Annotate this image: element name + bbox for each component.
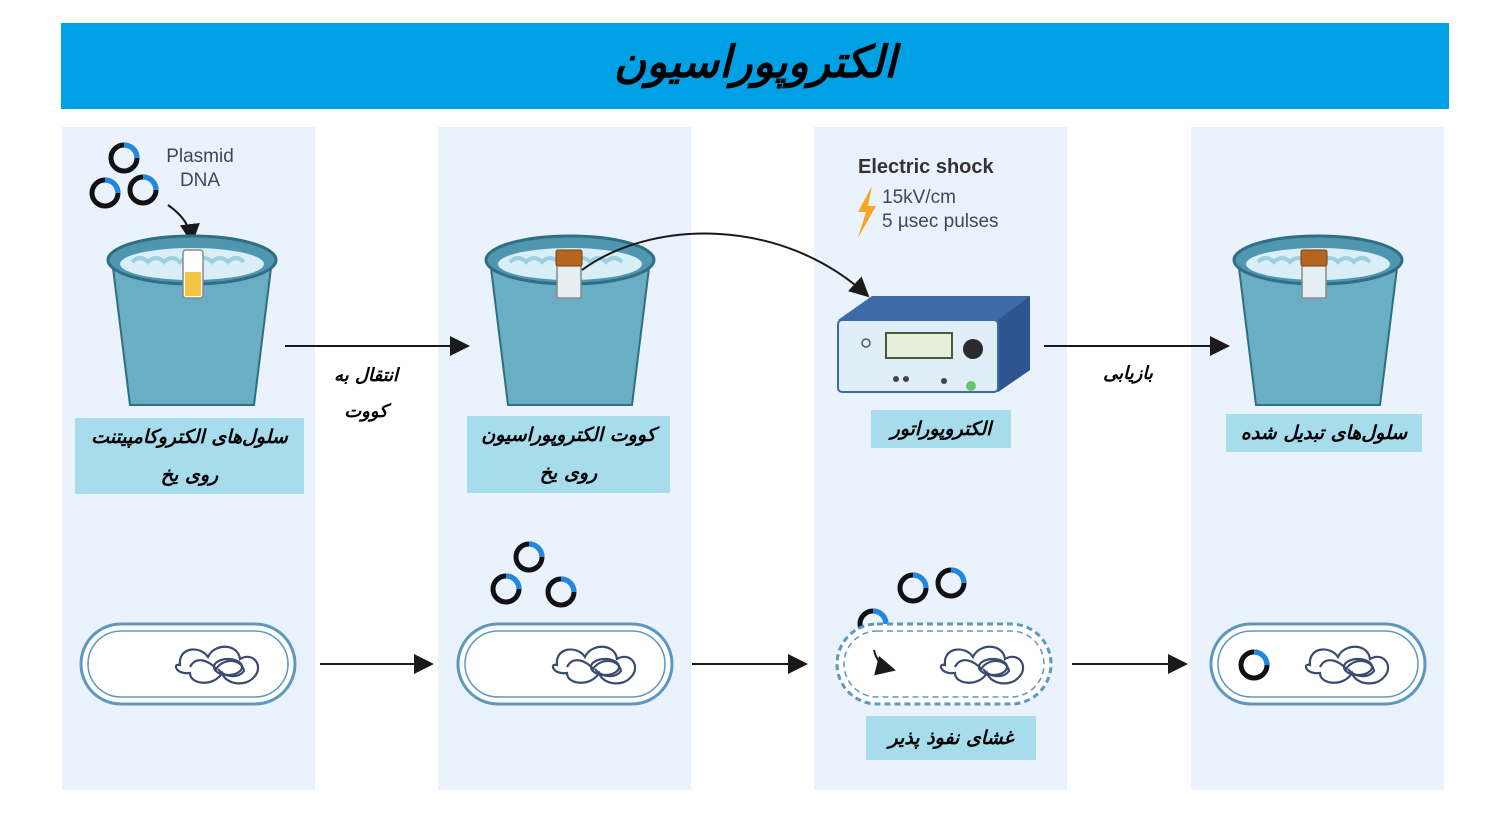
ice-bucket-icon [106,234,278,407]
ice-bucket-transformed-icon [1232,234,1404,407]
title-banner: الکتروپوراسیون [61,23,1449,109]
transformed-cell-icon [1209,622,1427,706]
label-step-4: سلول‌های تبدیل شده [1226,414,1422,452]
label-membrane: غشای نفوذ پذیر [866,716,1036,760]
label-step-3: الکتروپوراتور [871,410,1011,448]
curved-arrow-icon [581,232,870,298]
label-step-2: کووت الکتروپوراسیون روی یخ [467,416,670,493]
label-step-1: سلول‌های الکتروکامپیتنت روی یخ [75,418,304,494]
ice-bucket-cuvette-icon [484,234,656,407]
cell-step-1-icon [79,622,297,706]
permeable-cell-icon [835,622,1053,706]
plasmid-dna-icon [92,145,156,206]
shock-pulses: 5 µsec pulses [882,211,999,232]
label-recovery: بازیابی [1103,363,1153,384]
plasmids-step-2-icon [493,544,574,605]
shock-voltage: 15kV/cm [882,187,956,208]
shock-heading: Electric shock [858,156,994,178]
lightning-icon [858,186,876,238]
cell-step-2-icon [456,622,674,706]
electroporator-icon [837,296,1030,393]
label-transfer: انتقال به کووت [333,365,399,422]
plasmid-label: Plasmid DNA [166,146,234,191]
page-title: الکتروپوراسیون [613,37,897,88]
